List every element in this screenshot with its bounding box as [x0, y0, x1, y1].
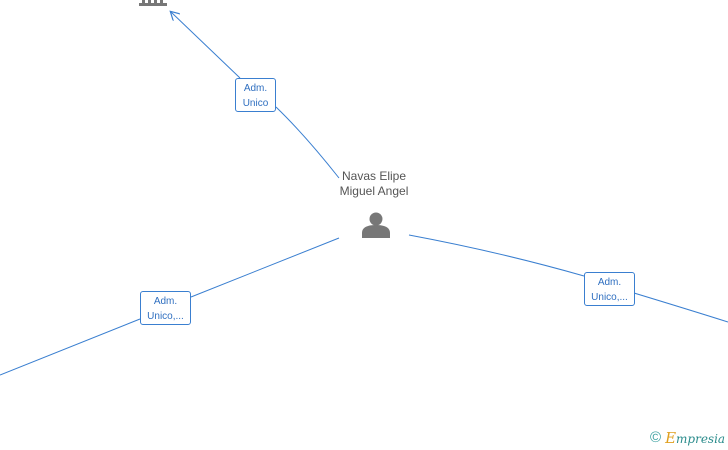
- relation-label-line1: Adm.: [153, 296, 178, 307]
- person-name-line2: Miguel Angel: [339, 184, 409, 198]
- edge-to-company: [171, 12, 340, 179]
- building-icon[interactable]: [139, 0, 167, 6]
- relation-label-line2: Unico,...: [147, 311, 184, 322]
- relation-label-left[interactable]: Adm. Unico,...: [140, 291, 191, 325]
- brand-rest: mpresia: [676, 431, 726, 446]
- person-name-label[interactable]: Navas Elipe Miguel Angel: [324, 169, 424, 199]
- brand-watermark: © Empresia: [650, 429, 725, 447]
- relation-label-right[interactable]: Adm. Unico,...: [584, 272, 635, 306]
- edge-to-left-node: [0, 237, 340, 376]
- relation-label-line1: Adm.: [243, 83, 268, 94]
- relation-label-line2: Unico,...: [591, 292, 628, 303]
- person-icon[interactable]: [362, 212, 390, 239]
- person-name-line1: Navas Elipe: [341, 169, 407, 183]
- relation-label-line1: Adm.: [597, 277, 622, 288]
- relation-label-line2: Unico: [242, 98, 269, 109]
- edge-to-right-node: [408, 234, 728, 323]
- brand-initial: E: [665, 428, 677, 447]
- brand-logo: Empresia: [665, 429, 725, 448]
- copyright-symbol: ©: [650, 429, 662, 446]
- relation-label-company[interactable]: Adm. Unico: [235, 78, 276, 112]
